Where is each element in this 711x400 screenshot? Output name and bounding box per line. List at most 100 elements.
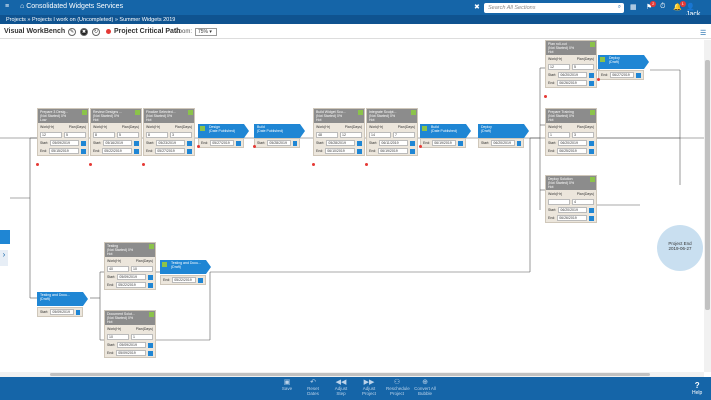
start-date-field[interactable]: 05/09/2019: [50, 140, 79, 146]
reset-dates-button[interactable]: ↶Reset Dates: [302, 379, 324, 396]
search-input[interactable]: Search All Sections⌕: [484, 3, 624, 13]
end-date-field[interactable]: 06/26/2019: [557, 80, 587, 86]
start-date-field[interactable]: 05/09/2019: [117, 342, 146, 348]
scroll-thumb[interactable]: [50, 373, 650, 376]
task-card[interactable]: Integrate Sculpt...(Not Started) 0%Hot W…: [366, 108, 418, 156]
calendar-icon[interactable]: [589, 72, 594, 78]
work-hr-field[interactable]: 8: [93, 132, 115, 138]
plan-days-field[interactable]: 7: [393, 132, 415, 138]
milestone-design[interactable]: Design(Date Published): [198, 124, 249, 138]
task-card[interactable]: Plan roll-out(Not Started) 0%Hot Work(Hr…: [545, 40, 597, 88]
task-card[interactable]: Deploy Solution(Not Started) 0%Hot Work(…: [545, 175, 597, 223]
adjust-project-button[interactable]: ▶▶Adjust Project: [358, 379, 380, 396]
calendar-icon[interactable]: [148, 274, 153, 280]
calendar-icon[interactable]: [589, 140, 594, 146]
calendar-icon[interactable]: [198, 277, 203, 283]
work-hr-field[interactable]: [548, 199, 570, 205]
end-date-field[interactable]: 06/26/2019: [557, 215, 587, 221]
task-card[interactable]: Build Widget Scu...(Not Started) 0%Hot W…: [313, 108, 365, 156]
chevron-right-icon[interactable]: ›: [0, 250, 8, 266]
end-date-field[interactable]: 05/22/2019: [172, 277, 197, 283]
calendar-icon[interactable]: [357, 148, 362, 154]
close-icon[interactable]: ✖: [80, 28, 88, 36]
bell-icon[interactable]: 🔔1: [673, 1, 686, 11]
plan-days-field[interactable]: 5: [117, 132, 139, 138]
save-button[interactable]: ▣Save: [276, 379, 298, 391]
close-circle-icon[interactable]: ✖: [474, 4, 480, 11]
calendar-icon[interactable]: [148, 282, 153, 288]
calendar-icon[interactable]: [148, 342, 153, 348]
help-button[interactable]: ?Help: [692, 381, 702, 396]
work-hr-field[interactable]: 12: [548, 64, 570, 70]
calendar-icon[interactable]: [81, 148, 86, 154]
calendar-icon[interactable]: [187, 148, 192, 154]
app-menu-icon[interactable]: ≡: [5, 3, 10, 10]
work-hr-field[interactable]: 8: [146, 132, 168, 138]
plan-days-field[interactable]: 5: [64, 132, 86, 138]
calendar-icon[interactable]: [589, 148, 594, 154]
user-menu[interactable]: 👤 Jack: [686, 3, 711, 18]
end-date-field[interactable]: 05/27/2019: [210, 140, 235, 146]
end-date-field[interactable]: 06/27/2019: [610, 72, 635, 78]
plan-days-field[interactable]: 4: [572, 199, 594, 205]
plan-days-field[interactable]: 3: [572, 132, 594, 138]
workbench-canvas[interactable]: › Prepare 3 Desig...(Not Started) 0%Low …: [0, 40, 704, 372]
work-hr-field[interactable]: 12: [40, 132, 62, 138]
plan-days-field[interactable]: 5: [572, 64, 594, 70]
calendar-icon[interactable]: [636, 72, 641, 78]
work-hr-field[interactable]: 40: [107, 266, 129, 272]
calendar-icon[interactable]: [458, 140, 463, 146]
end-date-field[interactable]: 06/10/2019: [325, 148, 355, 154]
task-card[interactable]: Review Designs ...(Not Started) 0%Hot Wo…: [90, 108, 142, 156]
milestone-build-end[interactable]: Build(Date Published): [420, 124, 471, 138]
milestone-testing[interactable]: Testing and Docu...(Draft): [37, 292, 88, 306]
reschedule-project-button[interactable]: ⚇Reschedule Project: [386, 379, 410, 396]
breadcrumb[interactable]: Projects » Projects I work on (Uncomplet…: [0, 15, 711, 24]
app-title[interactable]: ⌂ Consolidated Widgets Services: [20, 3, 124, 10]
work-hr-field[interactable]: 48: [316, 132, 338, 138]
end-date-field[interactable]: 05/22/2019: [116, 282, 146, 288]
work-hr-field[interactable]: 1: [548, 132, 570, 138]
search-icon[interactable]: ⌕: [617, 4, 621, 10]
flag-icon[interactable]: ⚑2: [646, 1, 657, 11]
work-hr-field[interactable]: 10: [107, 334, 129, 340]
calendar-icon[interactable]: [589, 215, 594, 221]
start-date-field[interactable]: 06/11/2019: [379, 140, 408, 146]
task-card[interactable]: Prepare Training(Not Started) 0%Hot Work…: [545, 108, 597, 156]
calendar-icon[interactable]: [187, 140, 192, 146]
calendar-icon[interactable]: ▦: [630, 4, 637, 11]
plan-days-field[interactable]: 10: [131, 266, 153, 272]
timer-icon[interactable]: ⏱: [660, 3, 666, 10]
plan-days-field[interactable]: 3: [170, 132, 192, 138]
start-date-field[interactable]: 05/23/2019: [156, 140, 185, 146]
zoom-select[interactable]: 75% ▾: [195, 28, 217, 36]
start-date-field[interactable]: 05/09/2019: [117, 274, 146, 280]
menu-icon[interactable]: ☰: [700, 30, 707, 37]
adjust-step-button[interactable]: ◀◀Adjust Step: [330, 379, 352, 396]
calendar-icon[interactable]: [516, 140, 521, 146]
calendar-icon[interactable]: [410, 148, 415, 154]
start-date-field[interactable]: 05/28/2019: [326, 140, 355, 146]
plan-days-field[interactable]: 12: [340, 132, 362, 138]
plan-days-field[interactable]: 1: [131, 334, 153, 340]
calendar-icon[interactable]: [134, 140, 139, 146]
calendar-icon[interactable]: [589, 207, 594, 213]
calendar-icon[interactable]: [148, 350, 153, 356]
start-date-field[interactable]: 05/09/2019: [50, 309, 74, 315]
convert-all-button[interactable]: ⊕Convert All Bubble: [414, 379, 436, 396]
start-date-field[interactable]: 06/20/2019: [491, 140, 515, 146]
start-date-field[interactable]: 05/28/2019: [267, 140, 291, 146]
milestone-build[interactable]: Build(Date Published): [254, 124, 305, 138]
task-card[interactable]: Prepare 3 Desig...(Not Started) 0%Low Wo…: [37, 108, 89, 156]
vertical-scrollbar[interactable]: [704, 40, 711, 372]
edit-icon[interactable]: ✎: [68, 28, 76, 36]
start-date-field[interactable]: 06/20/2019: [558, 140, 587, 146]
calendar-icon[interactable]: [134, 148, 139, 154]
milestone-deploy[interactable]: Deploy(Draft): [478, 124, 529, 138]
refresh-icon[interactable]: ↻: [92, 28, 100, 36]
end-date-field[interactable]: 05/22/2019: [102, 148, 132, 154]
end-date-field[interactable]: 06/19/2019: [378, 148, 408, 154]
critical-path-toggle[interactable]: Project Critical Path: [106, 28, 181, 35]
end-date-field[interactable]: 06/19/2019: [432, 140, 457, 146]
